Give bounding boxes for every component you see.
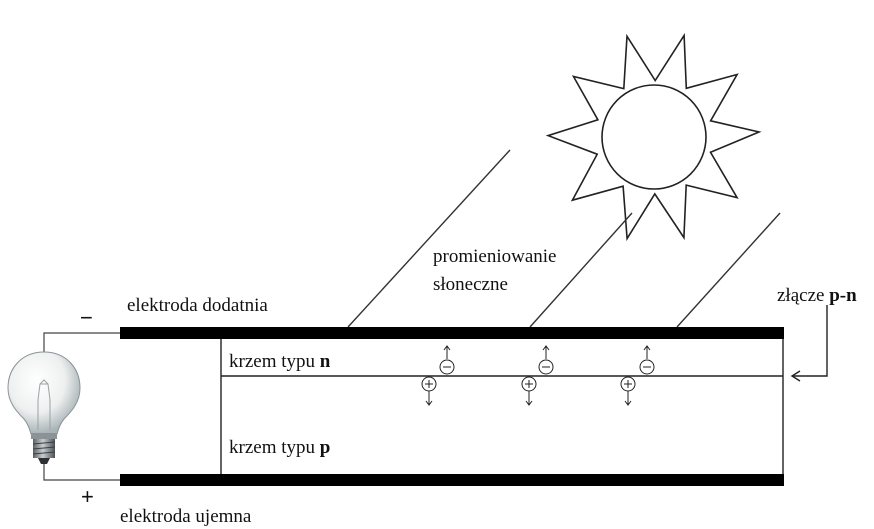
sun-rays [545,32,762,242]
p-type-silicon-label: krzem typu p [229,438,330,457]
wire-bottom [43,462,120,481]
wire-top [43,332,120,354]
carrier-pair-3 [620,345,655,406]
n-type-silicon-label-bold: n [319,351,331,372]
sun-icon [545,32,762,242]
bulb-collar [31,433,57,439]
carrier-pair-1 [421,345,455,406]
bulb-tip [38,458,50,464]
negative-electrode-label: elektroda ujemna [120,506,252,527]
positive-electrode-bar [120,327,784,339]
radiation-ray-3 [676,212,781,328]
charge-carriers [421,345,655,406]
radiation-rays [347,149,781,328]
n-type-silicon-label-prefix: krzem typu [229,351,320,372]
pn-junction-label-prefix: złącze [777,285,830,306]
negative-electrode-bar [120,474,784,486]
junction-pointer-arrow [790,305,828,382]
pn-junction-label-bold: p-n [829,285,857,306]
carrier-pair-2 [521,345,554,406]
light-bulb-icon [7,351,81,464]
radiation-label-line2: słoneczne [433,274,508,295]
radiation-ray-1 [347,149,511,328]
positive-electrode-label: elektroda dodatnia [127,295,268,316]
sun-disc [601,84,707,190]
bulb-filament [37,379,51,430]
minus-terminal-sign: − [80,305,93,330]
p-type-silicon-label-bold: p [319,437,331,458]
circuit-wires [43,332,120,481]
radiation-label-line1: promieniowanie [433,246,557,267]
n-type-silicon-label: krzem typu n [229,352,330,371]
pn-junction-label: złącze p-n [777,286,857,305]
bulb-glass [7,351,81,435]
plus-terminal-sign: + [81,484,94,509]
radiation-ray-2 [529,212,633,328]
p-type-silicon-label-prefix: krzem typu [229,437,320,458]
